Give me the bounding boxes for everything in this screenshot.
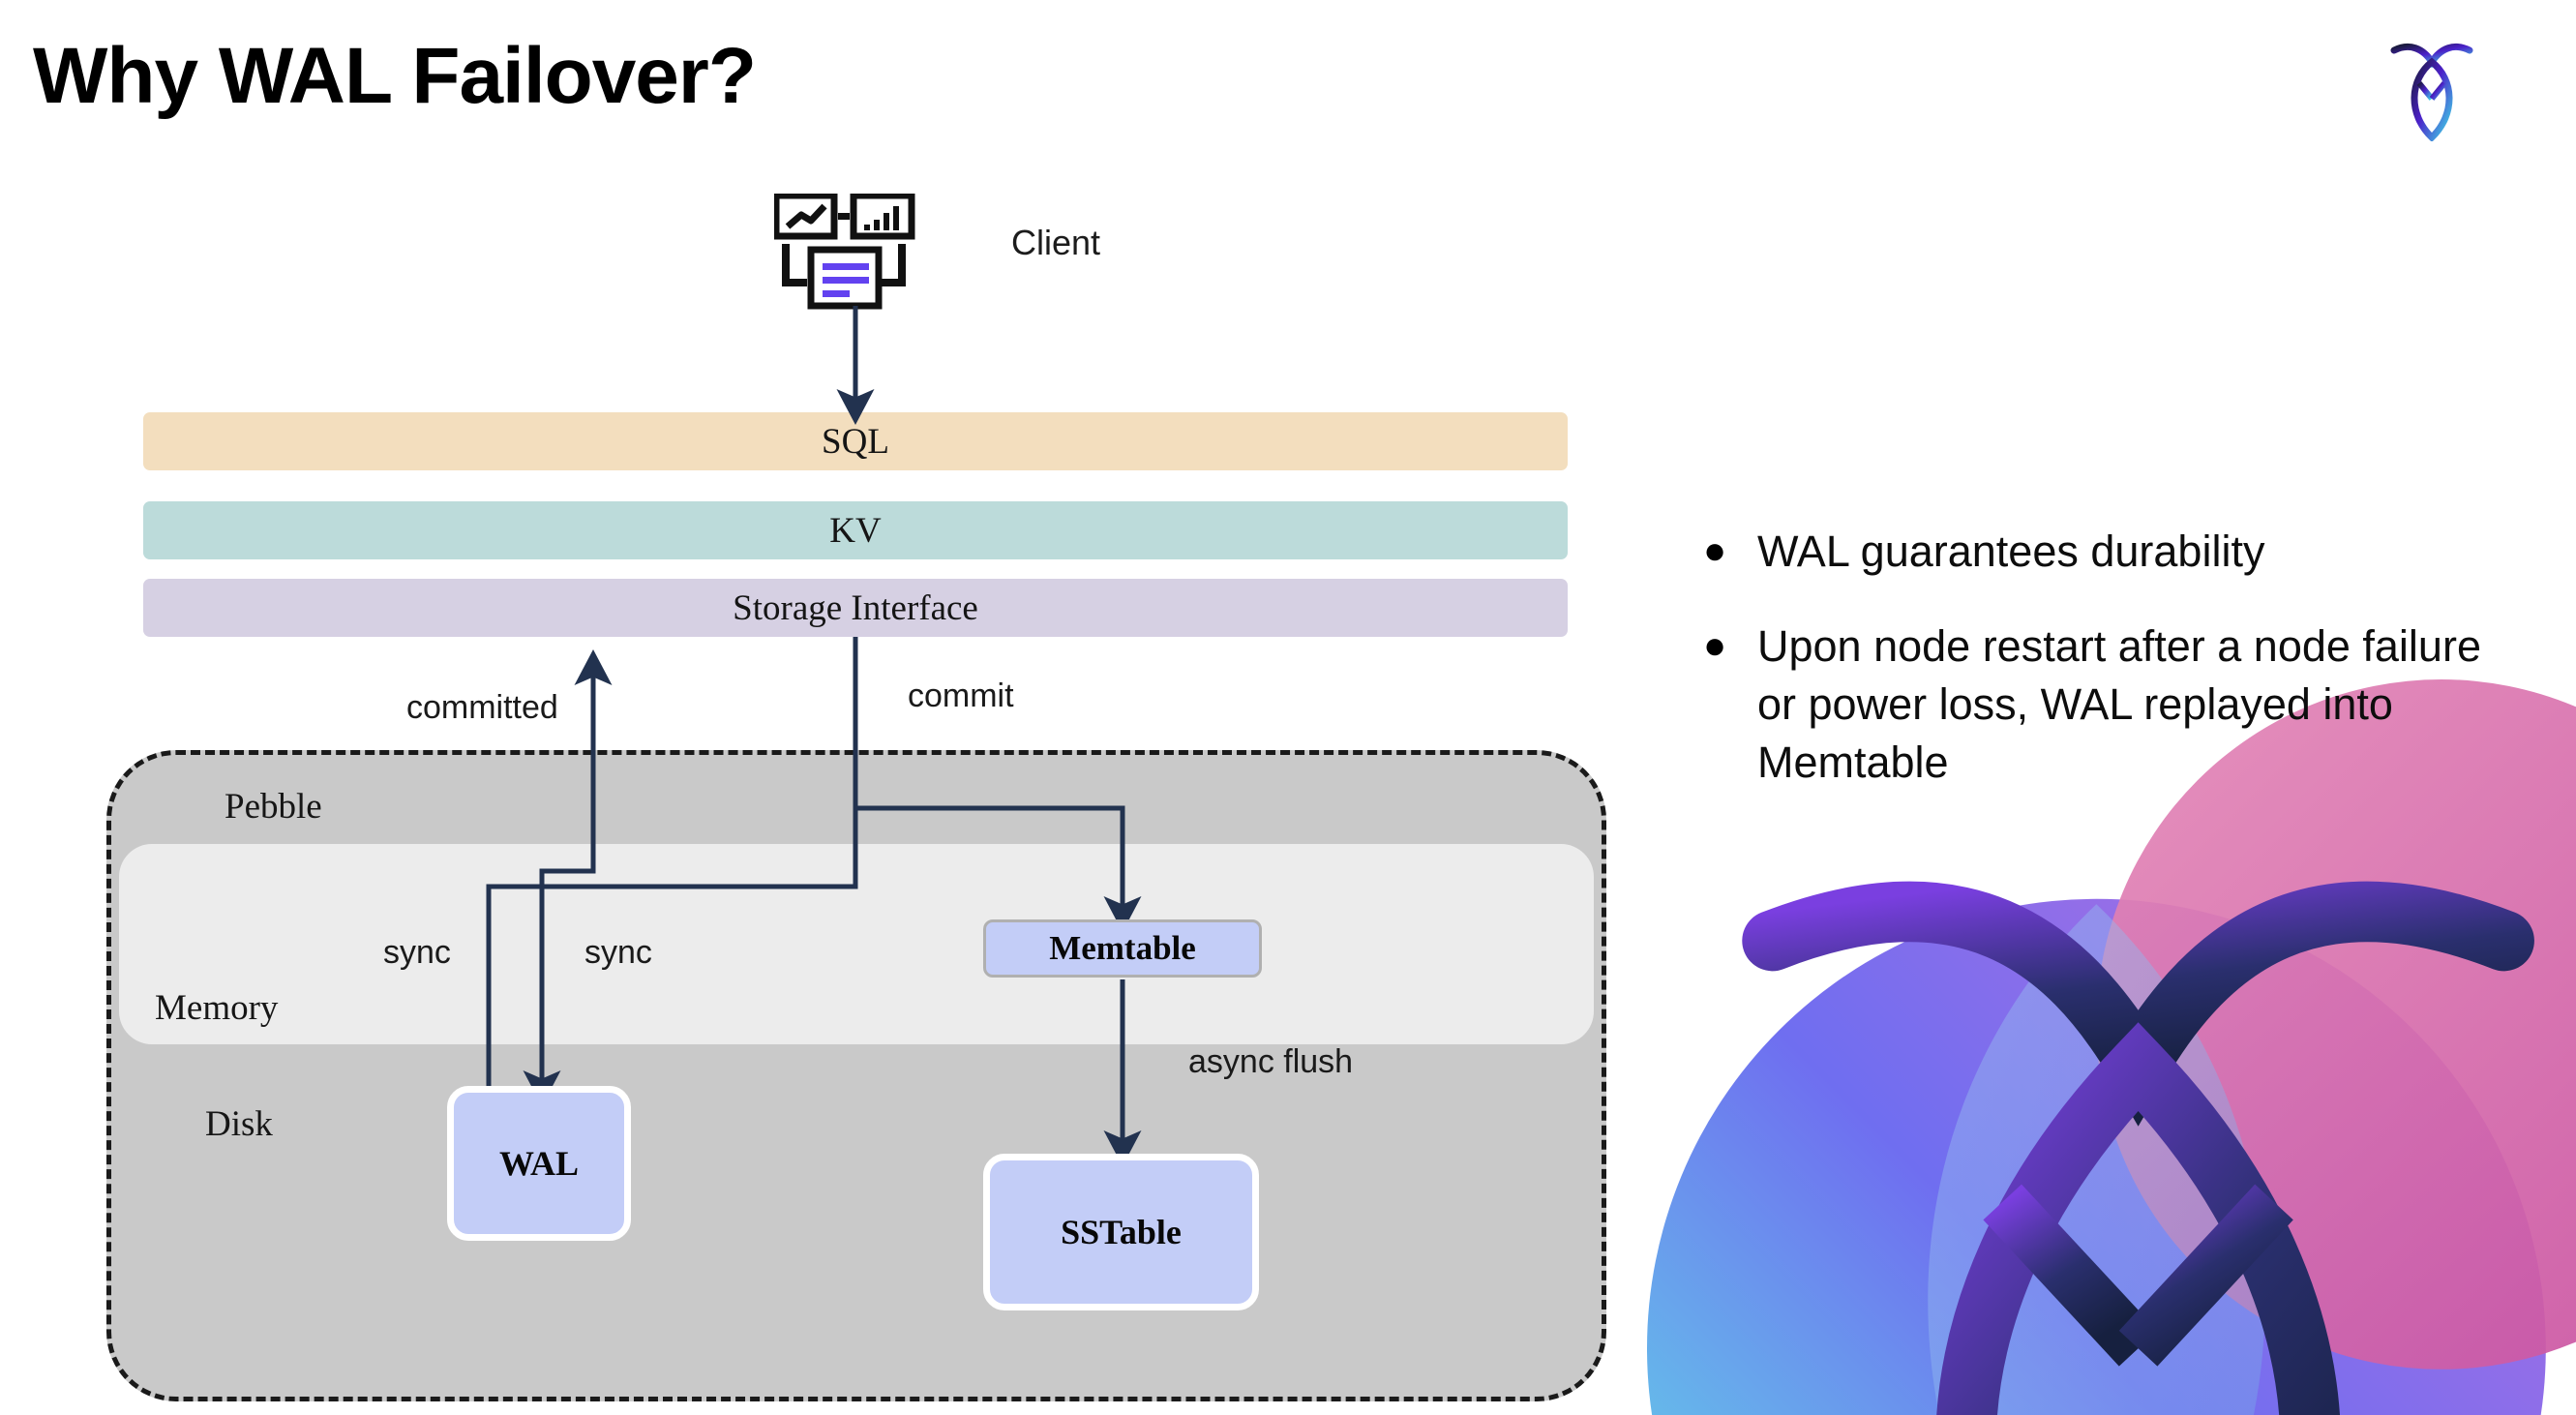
node-wal-label: WAL <box>498 1144 580 1183</box>
layer-bar-sql-label: SQL <box>822 421 889 462</box>
layer-bar-kv: KV <box>143 501 1568 559</box>
layer-bar-storage-interface-label: Storage Interface <box>733 587 978 628</box>
page-title: Why WAL Failover? <box>33 32 757 120</box>
list-item: ● Upon node restart after a node failure… <box>1703 617 2516 792</box>
disk-label: Disk <box>205 1104 273 1144</box>
bullet-text: WAL guarantees durability <box>1757 527 2265 576</box>
bullet-marker: ● <box>1703 623 1727 667</box>
edge-label-commit: commit <box>908 677 1014 714</box>
layer-bar-sql: SQL <box>143 412 1568 470</box>
node-memtable: Memtable <box>983 919 1262 978</box>
layer-bar-kv-label: KV <box>829 510 882 551</box>
memory-label: Memory <box>155 988 279 1028</box>
memory-region <box>119 844 1594 1044</box>
layer-bar-storage-interface: Storage Interface <box>143 579 1568 637</box>
node-wal: WAL <box>447 1086 631 1241</box>
node-sstable-label: SSTable <box>1061 1213 1182 1251</box>
bullet-text: Upon node restart after a node failure o… <box>1757 620 2481 787</box>
list-item: ● WAL guarantees durability <box>1703 523 2516 581</box>
node-memtable-label: Memtable <box>1049 929 1196 967</box>
cockroachdb-logo-icon <box>2390 44 2473 141</box>
edge-label-sync-right: sync <box>584 934 652 971</box>
client-label: Client <box>1011 223 1101 262</box>
bullet-marker: ● <box>1703 529 1727 572</box>
node-sstable: SSTable <box>983 1154 1259 1310</box>
edge-label-committed: committed <box>406 689 558 726</box>
bullet-list: ● WAL guarantees durability ● Upon node … <box>1703 523 2516 828</box>
pebble-label: Pebble <box>225 787 322 827</box>
client-dashboard-icon <box>774 194 915 310</box>
edge-label-async-flush: async flush <box>1188 1043 1354 1080</box>
edge-label-sync-left: sync <box>383 934 451 971</box>
